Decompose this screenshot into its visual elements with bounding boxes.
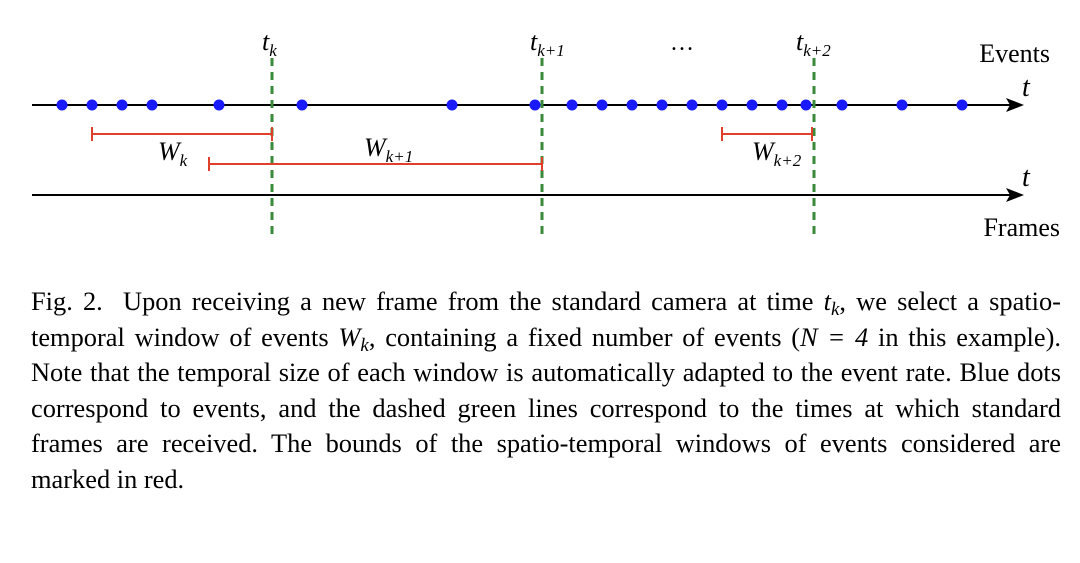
frames-axis-label: Frames (983, 213, 1060, 242)
caption-math-tk: tk (823, 286, 840, 320)
window-label-wk2: Wk+2 (752, 137, 802, 170)
event-dot (776, 99, 788, 111)
frame-time-label-tk2: tk+2 (796, 27, 831, 60)
event-dot (146, 99, 158, 111)
caption-math-n: N = 4 (800, 321, 869, 352)
window-wk1 (208, 157, 543, 171)
event-dot (86, 99, 98, 111)
event-dot (626, 99, 638, 111)
event-dot (213, 99, 225, 111)
event-dot (656, 99, 668, 111)
event-dot (56, 99, 68, 111)
frame-time-label-tk1: tk+1 (530, 27, 565, 60)
frames-axis-arrowhead (1006, 188, 1024, 202)
event-dot (596, 99, 608, 111)
event-dots (56, 99, 968, 111)
window-label-wk1: Wk+1 (364, 133, 413, 166)
events-axis-arrowhead (1006, 98, 1024, 112)
event-dot (686, 99, 698, 111)
event-dot (800, 99, 812, 111)
event-dot (446, 99, 458, 111)
event-dot (566, 99, 578, 111)
event-dot (529, 99, 541, 111)
window-label-wk: Wk (158, 137, 188, 170)
events-axis-t-label: t (1022, 72, 1031, 103)
caption-text-1: Upon receiving a new frame from the stan… (123, 286, 814, 316)
event-dot (296, 99, 308, 111)
frame-time-label-tk: tk (262, 27, 277, 60)
ellipsis: … (670, 30, 694, 56)
caption-text-3: , containing a fixed number of events ( (368, 321, 801, 352)
event-dot (746, 99, 758, 111)
caption-text-2: , we select a spatio-temporal window of … (31, 286, 1061, 352)
event-dot (836, 99, 848, 111)
caption-text-4: in this example). Note that the temporal… (31, 321, 1061, 494)
event-dot (956, 99, 968, 111)
caption-math-wk: Wk (338, 321, 369, 356)
window-wk (91, 127, 273, 141)
figure-caption: Fig. 2. Upon receiving a new frame from … (31, 284, 1061, 497)
event-frame-timeline-diagram: Events t Frames t tk tk+1 … tk+2 (32, 27, 1060, 242)
event-dot (896, 99, 908, 111)
window-wk2 (721, 127, 813, 141)
event-dot (116, 99, 128, 111)
events-axis-label: Events (979, 39, 1050, 68)
figure-label: Fig. 2. (31, 286, 103, 316)
frames-axis-t-label: t (1022, 162, 1031, 193)
event-dot (716, 99, 728, 111)
